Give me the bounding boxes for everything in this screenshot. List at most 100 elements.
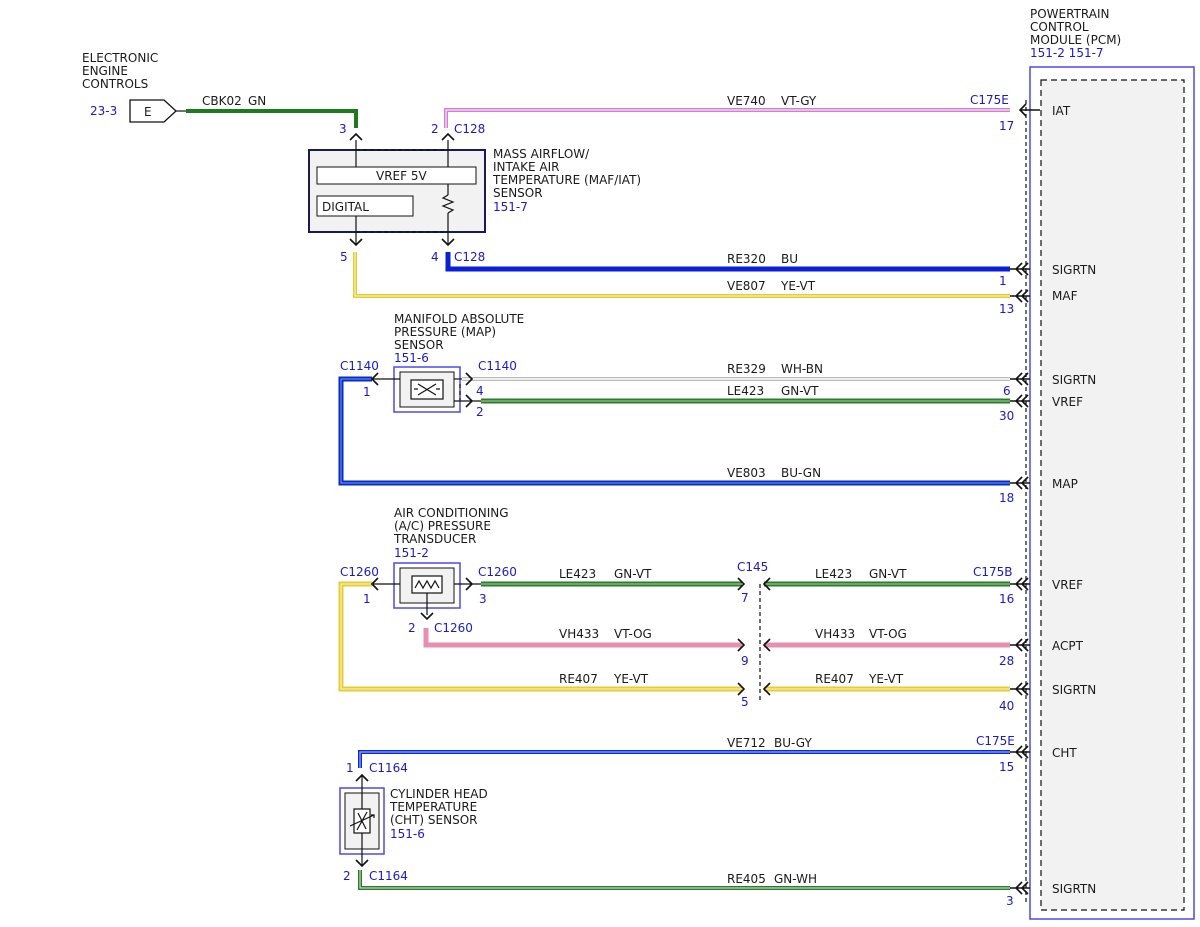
maf-connector-top: C128: [454, 122, 485, 136]
eec-title-line-2: ENGINE: [82, 64, 128, 78]
pin-arrow-icon: [1010, 289, 1030, 303]
pin-arrow-icon: [370, 372, 379, 386]
pin-arrow-icon: [465, 372, 474, 386]
pcm-pin-number: 13: [999, 302, 1014, 316]
pcm-connector-label: C175E: [970, 93, 1009, 107]
pcm-connector-label: C175B: [973, 565, 1013, 579]
splice-c145: C145 7 9 5: [737, 560, 771, 709]
wire-ve740: [444, 108, 1010, 128]
maf-title-line-4: SENSOR: [493, 186, 543, 200]
cht-sensor: 1 C1164 2 C1164 CYLINDER HEAD TEMPERATUR…: [339, 761, 488, 883]
pcm-pin-number: 17: [999, 119, 1014, 133]
map-pin: 4: [476, 384, 484, 398]
wire-label-color: WH-BN: [781, 362, 823, 376]
pin-arrow-icon: [355, 773, 369, 782]
pin-arrow-icon: [465, 394, 474, 408]
acp-pin: 1: [363, 592, 371, 606]
acp-title-line-1: AIR CONDITIONING: [394, 506, 509, 520]
pin-arrow-icon: [1010, 476, 1030, 490]
acp-connector-right: C1260: [478, 565, 517, 579]
maf-title-line-2: INTAKE AIR: [493, 160, 559, 174]
acp-sensor: AIR CONDITIONING (A/C) PRESSURE TRANSDUC…: [340, 506, 517, 635]
wire-label-color: YE-VT: [613, 672, 649, 686]
eec-component: ELECTRONIC ENGINE CONTROLS 23-3 E: [82, 51, 186, 123]
eec-box-label: E: [144, 105, 152, 119]
wire-label-color: GN-VT: [781, 384, 819, 398]
pcm-pin-labels: IAT SIGRTN MAF SIGRTN VREF MAP VREF ACPT…: [1052, 104, 1096, 896]
eec-connector-box: [129, 99, 177, 123]
pressure-element-icon: [414, 579, 440, 590]
wire-label-circuit: RE405: [727, 872, 766, 886]
resistor-icon: [441, 194, 455, 214]
pcm-connector-label: C175E: [976, 734, 1015, 748]
wire-re405: [358, 870, 1010, 890]
pcm-pin-refs: C175E 17 1 13 6 30 18 C175B 16 28 40 C17…: [970, 93, 1015, 908]
acp-pin: 3: [479, 592, 487, 606]
wire-label-circuit: VH433: [559, 627, 599, 641]
map-pin: 2: [476, 405, 484, 419]
pcm-pin-label: CHT: [1052, 746, 1077, 760]
map-connector-left: C1140: [340, 359, 379, 373]
cht-title-line-1: CYLINDER HEAD: [390, 787, 488, 801]
cht-pin: 2: [343, 869, 351, 883]
acp-ref: 151-2: [394, 546, 429, 560]
pcm-pin-label: IAT: [1052, 104, 1071, 118]
pcm-title-line-3: MODULE (PCM): [1030, 33, 1121, 47]
acp-title-line-2: (A/C) PRESSURE: [394, 519, 491, 533]
maf-title-line-1: MASS AIRFLOW/: [493, 147, 590, 161]
pin-arrow-icon: [1010, 372, 1030, 386]
pin-arrow-icon: [349, 238, 363, 247]
wire-labels: CBK02 GN VE740 VT-GY RE320 BU VE807 YE-V…: [202, 94, 907, 886]
acp-connector-bottom: C1260: [434, 621, 473, 635]
cht-connector-top: C1164: [369, 761, 408, 775]
pcm-pin-arrows: [1010, 103, 1040, 895]
pin-arrow-icon: [441, 132, 455, 141]
wire-label-circuit: VE740: [727, 94, 766, 108]
cht-ref: 151-6: [390, 827, 425, 841]
pcm-pin-number: 16: [999, 592, 1014, 606]
pin-arrow-icon: [737, 682, 771, 696]
pin-arrow-icon: [1010, 745, 1030, 759]
pcm-pin-number: 30: [999, 409, 1014, 423]
pin-arrow-icon: [465, 577, 474, 591]
pcm-pin-label: VREF: [1052, 578, 1083, 592]
acp-connector-left: C1260: [340, 565, 379, 579]
wire-label-color: VT-GY: [781, 94, 817, 108]
pin-arrow-icon: [441, 238, 455, 247]
wire-vh433-a: [423, 628, 742, 648]
map-pin: 1: [363, 385, 371, 399]
map-ref: 151-6: [394, 351, 429, 365]
pin-arrow-icon: [370, 577, 379, 591]
wire-label-color: YE-VT: [868, 672, 904, 686]
wire-ve712: [358, 750, 1010, 768]
pin-arrow-icon: [1010, 577, 1030, 591]
wire-label-color: VT-OG: [869, 627, 907, 641]
wire-label-circuit: LE423: [815, 567, 852, 581]
wire-label-circuit: RE329: [727, 362, 766, 376]
wire-label-color: BU-GN: [781, 466, 821, 480]
pin-arrow-icon: [1010, 881, 1030, 895]
pcm-pin-label: SIGRTN: [1052, 373, 1096, 387]
maf-pin: 4: [431, 250, 439, 264]
pcm-title-line-2: CONTROL: [1030, 20, 1089, 34]
pcm-pin-label: MAF: [1052, 289, 1078, 303]
map-connector-right: C1140: [478, 359, 517, 373]
maf-title-line-3: TEMPERATURE (MAF/IAT): [492, 173, 641, 187]
acp-pin: 2: [408, 621, 416, 635]
wire-label-color: GN: [248, 94, 266, 108]
splice-pin: 7: [741, 591, 749, 605]
pcm-pin-number: 18: [999, 491, 1014, 505]
wire-label-circuit: RE407: [815, 672, 854, 686]
pcm-pin-number: 1: [999, 274, 1007, 288]
thermistor-icon: [349, 811, 375, 831]
maf-vref-label: VREF 5V: [376, 169, 427, 183]
cht-pin: 1: [346, 761, 354, 775]
maf-digital-label: DIGITAL: [322, 200, 369, 214]
wire-label-circuit: RE320: [727, 252, 766, 266]
wire-label-circuit: LE423: [559, 567, 596, 581]
acp-title-line-3: TRANSDUCER: [393, 532, 476, 546]
pin-arrow-icon: [1010, 638, 1030, 652]
wire-label-color: BU: [781, 252, 798, 266]
pin-arrow-icon: [1010, 394, 1030, 408]
